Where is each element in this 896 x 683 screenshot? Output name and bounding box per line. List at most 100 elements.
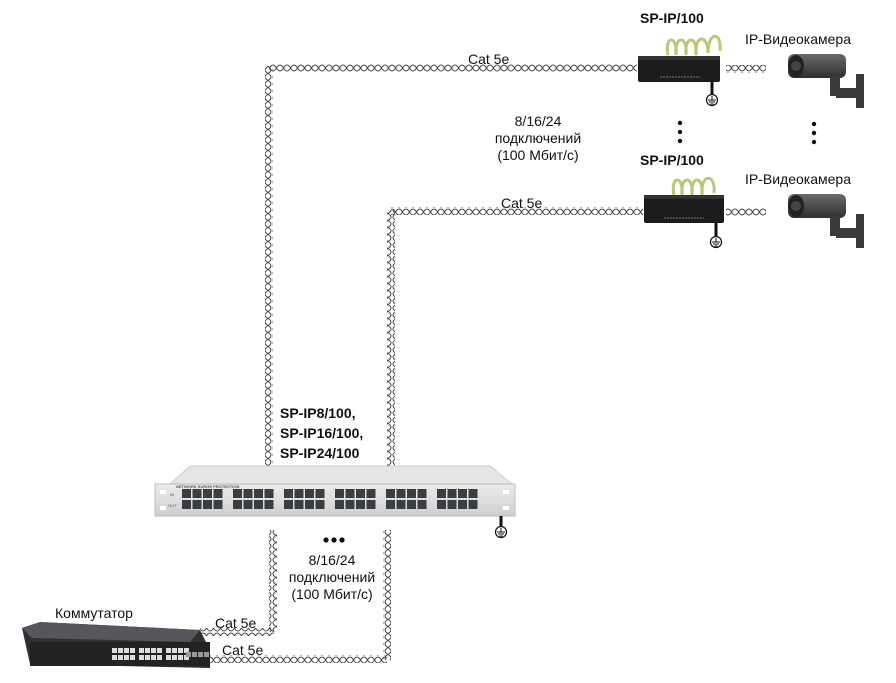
switch-port xyxy=(139,648,144,653)
switch-port xyxy=(112,655,117,660)
cable-top-label: Cat 5e xyxy=(468,51,510,67)
rj45-port xyxy=(335,500,344,509)
camera-bottom-label: IP-Видеокамера xyxy=(745,171,851,187)
rj45-port xyxy=(233,500,242,509)
rj45-port xyxy=(366,500,376,509)
rj45-port xyxy=(284,489,293,498)
sp-ip-bottom-label: SP-IP/100 xyxy=(640,152,704,168)
rj45-port xyxy=(203,500,212,509)
rj45-port xyxy=(437,500,446,509)
switch-port xyxy=(151,655,156,660)
rj45-port xyxy=(396,500,406,509)
rj45-port xyxy=(305,489,314,498)
rj45-port xyxy=(192,500,202,509)
sp-ip-top-label: SP-IP/100 xyxy=(640,10,704,26)
switch-sfp-port xyxy=(192,652,197,657)
switch-port xyxy=(118,655,123,660)
switch-port xyxy=(112,648,117,653)
cable-camera-bottom xyxy=(726,208,766,216)
rj45-port xyxy=(305,500,314,509)
switch-port xyxy=(178,655,183,660)
cable-top xyxy=(265,64,637,466)
cable-middle xyxy=(387,207,643,466)
rj45-port xyxy=(254,489,263,498)
switch-port xyxy=(157,648,162,653)
rj45-port xyxy=(386,489,395,498)
connections-speed: (100 Мбит/с) xyxy=(497,147,579,163)
rj45-port xyxy=(356,489,365,498)
camera-bottom xyxy=(788,194,864,248)
switch-sfp-port xyxy=(204,652,209,657)
rj45-port xyxy=(417,500,427,509)
network-switch xyxy=(22,622,210,668)
switch-port xyxy=(172,655,177,660)
switch-port xyxy=(130,655,135,660)
switch-port xyxy=(151,648,156,653)
connections-speed: (100 Мбит/с) xyxy=(291,586,373,602)
switch-sfp-port xyxy=(198,652,203,657)
rj45-port xyxy=(315,489,325,498)
switch-port xyxy=(145,655,150,660)
switch-port xyxy=(145,648,150,653)
switch-port xyxy=(178,648,183,653)
rj45-port xyxy=(366,489,376,498)
switch-port xyxy=(139,655,144,660)
connections-count: 8/16/24 xyxy=(514,113,562,129)
rack-panel xyxy=(154,465,516,539)
switch-label: Коммутатор xyxy=(55,605,133,621)
camera-top-label: IP-Видеокамера xyxy=(745,31,851,47)
rj45-port xyxy=(447,500,457,509)
switch-port xyxy=(166,655,171,660)
switch-port xyxy=(172,648,177,653)
cable-middle-label: Cat 5e xyxy=(501,195,543,211)
sp-ip-device-bottom xyxy=(644,176,724,249)
switch-port xyxy=(184,655,189,660)
rj45-port xyxy=(243,489,253,498)
rj45-port xyxy=(345,489,355,498)
rj45-port xyxy=(294,489,304,498)
sp-ip-device-top xyxy=(638,34,722,107)
rj45-port xyxy=(284,500,293,509)
connections-word: подключений xyxy=(494,130,582,146)
switch-port xyxy=(166,648,171,653)
rj45-port xyxy=(182,489,191,498)
rj45-port xyxy=(254,500,263,509)
connections-bottom: 8/16/24 подключений (100 Мбит/с) xyxy=(270,552,394,603)
rj45-port xyxy=(192,489,202,498)
connections-count: 8/16/24 xyxy=(308,552,356,568)
panel-row-out: OUT xyxy=(168,503,177,508)
rj45-port xyxy=(335,489,344,498)
switch-port xyxy=(157,655,162,660)
rj45-port xyxy=(203,489,212,498)
cable-switch-lower-label: Cat 5e xyxy=(222,642,264,658)
rj45-port xyxy=(315,500,325,509)
cable-camera-top xyxy=(726,65,766,73)
rj45-port xyxy=(468,500,478,509)
connections-top: 8/16/24 подключений (100 Мбит/с) xyxy=(478,113,598,164)
cable-switch-upper-label: Cat 5e xyxy=(215,615,257,631)
rj45-port xyxy=(264,489,274,498)
panel-brand-text: NETWORK SURGE PROTECTION xyxy=(176,484,240,489)
rj45-port xyxy=(233,489,242,498)
vertical-ellipsis-cameras xyxy=(811,121,817,145)
switch-port xyxy=(130,648,135,653)
rj45-port xyxy=(447,489,457,498)
rj45-port xyxy=(213,489,223,498)
switch-port xyxy=(118,648,123,653)
rj45-port xyxy=(437,489,446,498)
rj45-port xyxy=(264,500,274,509)
panel-row-in: IN xyxy=(170,492,174,497)
rj45-port xyxy=(386,500,395,509)
cable-switch-lower xyxy=(205,530,391,663)
rj45-port xyxy=(182,500,191,509)
panel-model-labels: SP-IP8/100, SP-IP16/100, SP-IP24/100 xyxy=(280,403,363,463)
rj45-port xyxy=(458,500,467,509)
rj45-port xyxy=(468,489,478,498)
rj45-port xyxy=(356,500,365,509)
vertical-ellipsis-devices xyxy=(677,120,683,144)
connections-word: подключений xyxy=(288,569,376,585)
rj45-port xyxy=(417,489,427,498)
rj45-port xyxy=(407,489,416,498)
switch-port xyxy=(124,655,129,660)
